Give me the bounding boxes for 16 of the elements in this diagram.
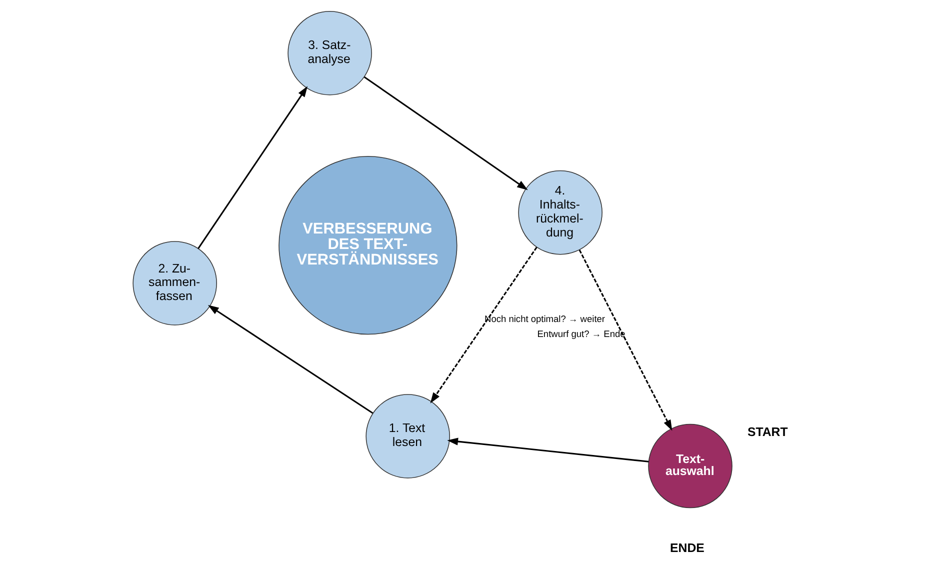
edge-label: Noch nicht optimal? → weiter (484, 314, 606, 324)
arrow (364, 76, 528, 190)
node-circle: VERBESSERUNG DES TEXT- VERSTÄNDNISSES (278, 156, 458, 335)
node-label: START (748, 425, 788, 440)
arrow (447, 438, 649, 462)
arrow (208, 304, 374, 414)
node-circle: 4. Inhalts- rückmel- dung (518, 170, 602, 255)
edge-label: Entwurf gut? → Ende (537, 328, 626, 339)
node-circle: 3. Satz- analyse (288, 10, 372, 96)
arrow (430, 246, 538, 404)
arrow (198, 86, 308, 249)
node-circle: 2. Zu- sammen- fassen (132, 241, 217, 326)
node-label: ENDE (670, 540, 704, 555)
node-circle: 1. Text lesen (366, 394, 450, 478)
arrow (578, 250, 672, 431)
node-circle: Text- auswahl (648, 424, 732, 508)
